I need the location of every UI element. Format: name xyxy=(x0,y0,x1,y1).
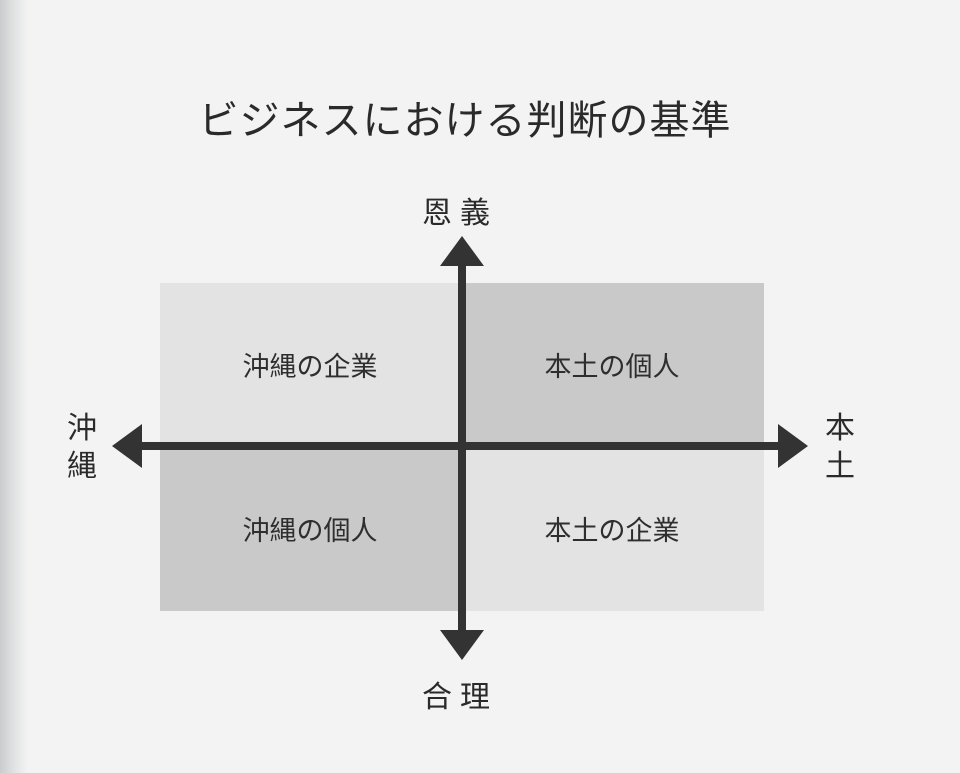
axis-label-left-char-1: 沖 xyxy=(67,411,97,446)
quadrant-bottom-left-label: 沖縄の個人 xyxy=(242,516,378,547)
quadrant-bottom-right-label: 本土の企業 xyxy=(544,516,680,547)
axis-label-top: 恩義 xyxy=(422,196,498,231)
axis-label-left-char-2: 縄 xyxy=(67,449,97,484)
left-arrowhead xyxy=(112,424,142,468)
axis-label-left: 沖 縄 xyxy=(62,410,102,486)
axis-label-bottom: 合理 xyxy=(422,680,498,715)
down-arrowhead xyxy=(440,630,484,660)
quadrant-top-right-label: 本土の個人 xyxy=(544,352,680,383)
quadrant-bottom-right: 本土の企業 xyxy=(460,446,764,611)
axis-label-right: 本 土 xyxy=(820,410,860,486)
quadrant-top-right: 本土の個人 xyxy=(460,283,764,446)
quadrant-top-left: 沖縄の企業 xyxy=(160,283,460,446)
page-binding-edge xyxy=(0,0,28,773)
axis-label-right-char-2: 土 xyxy=(825,449,855,484)
quadrant-bottom-left: 沖縄の個人 xyxy=(160,446,460,611)
right-arrowhead xyxy=(778,424,808,468)
quadrant-top-left-label: 沖縄の企業 xyxy=(242,352,378,383)
up-arrowhead xyxy=(440,236,484,266)
axis-label-right-char-1: 本 xyxy=(825,411,855,446)
diagram-title: ビジネスにおける判断の基準 xyxy=(198,98,732,144)
